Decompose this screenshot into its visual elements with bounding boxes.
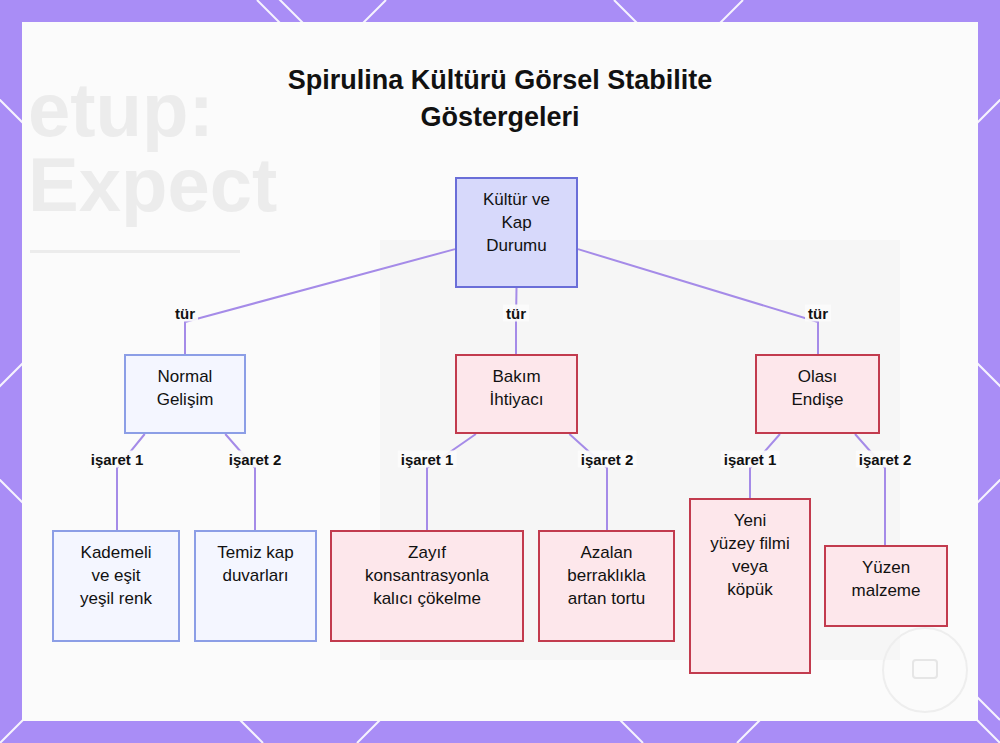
category-box: Normal Gelişim bbox=[124, 354, 246, 434]
indicator-box: Temiz kap duvarları bbox=[194, 530, 317, 642]
indicator-box: Azalan berraklıkla artan tortu bbox=[538, 530, 675, 642]
watermark-text: Expect bbox=[28, 145, 277, 225]
indicator-box: Yüzen malzeme bbox=[824, 545, 948, 627]
edge-label: işaret 1 bbox=[721, 451, 780, 468]
watermark-text: etup: bbox=[28, 70, 214, 150]
node-text: Zayıf konsantrasyonla kalıcı çökelme bbox=[351, 541, 503, 610]
indicator-box: Kademeli ve eşit yeşil renk bbox=[52, 530, 180, 642]
indicator-box: Yeni yüzey filmi veya köpük bbox=[689, 498, 811, 674]
edge-label: tür bbox=[805, 305, 831, 322]
connector-line bbox=[569, 434, 607, 530]
node-text: Bakım İhtiyacı bbox=[476, 365, 557, 411]
node-text: Kademeli ve eşit yeşil renk bbox=[73, 541, 159, 610]
category-box: Bakım İhtiyacı bbox=[455, 354, 578, 434]
edge-label: işaret 2 bbox=[226, 451, 285, 468]
node-text: Yeni yüzey filmi veya köpük bbox=[710, 509, 790, 601]
node-text: Kültür ve Kap Durumu bbox=[476, 188, 557, 257]
category-box: Olası Endişe bbox=[755, 354, 880, 434]
edge-label: tür bbox=[503, 305, 529, 322]
edge-label: işaret 2 bbox=[856, 451, 915, 468]
edge-label: işaret 2 bbox=[578, 451, 637, 468]
edge-label: tür bbox=[172, 305, 198, 322]
node-text: Normal Gelişim bbox=[145, 365, 225, 411]
connector-line bbox=[427, 434, 476, 530]
root-box: Kültür ve Kap Durumu bbox=[455, 177, 578, 288]
diagram-title: Spirulina Kültürü Görsel Stabilite Göste… bbox=[240, 62, 760, 136]
node-text: Yüzen malzeme bbox=[845, 556, 927, 602]
connector-line bbox=[117, 434, 145, 530]
edge-label: işaret 1 bbox=[88, 451, 147, 468]
connector-line bbox=[578, 249, 818, 354]
edge-label: işaret 1 bbox=[398, 451, 457, 468]
node-text: Temiz kap duvarları bbox=[215, 541, 296, 587]
indicator-box: Zayıf konsantrasyonla kalıcı çökelme bbox=[330, 530, 524, 642]
node-text: Azalan berraklıkla artan tortu bbox=[559, 541, 654, 610]
connector-line bbox=[185, 249, 455, 354]
connector-line bbox=[225, 434, 255, 530]
node-text: Olası Endişe bbox=[776, 365, 859, 411]
